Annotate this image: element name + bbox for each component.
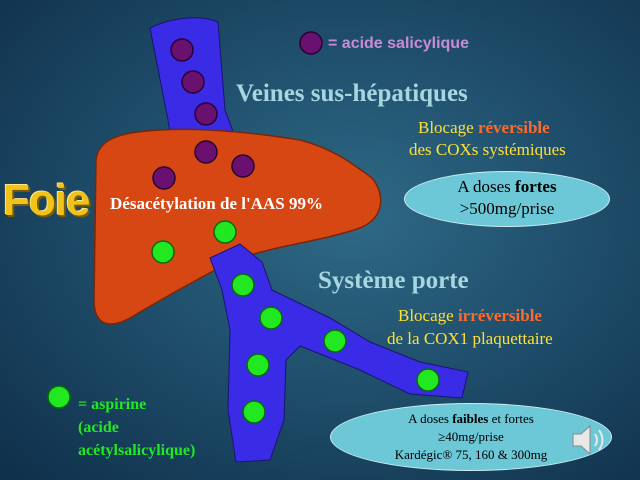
aspirin-dot [259, 306, 283, 330]
portal-system-label: Système porte [318, 267, 469, 294]
aspirin-dot [242, 400, 266, 424]
high-dose-bubble: A doses fortes >500mg/prise [404, 171, 610, 227]
legend-salicylic-label: = acide salicylique [328, 35, 469, 52]
legend-aspirin-line3: acétylsalicylique) [78, 442, 196, 459]
aspirin-dot [213, 220, 237, 244]
high-dose-amount: >500mg/prise [459, 199, 555, 218]
legend-salicylic-dot [299, 31, 323, 55]
aspirin-dot [231, 273, 255, 297]
aspirin-dot [323, 329, 347, 353]
legend-aspirin-label: = aspirine (acide acétylsalicylique) [78, 393, 195, 462]
irreversible-block-line1: Blocage irréversible [398, 306, 542, 325]
salicylic-acid-dot [194, 102, 218, 126]
deacetylation-text: Désacétylation de l'AAS 99% [110, 194, 323, 213]
legend-aspirin-dot [47, 385, 71, 409]
salicylic-acid-dot [231, 154, 255, 178]
low-dose-bubble: A doses faibles et fortes ≥40mg/prise Ka… [330, 403, 612, 471]
reversible-block-line2: des COXs systémiques [409, 140, 566, 159]
reversible-block-line1: Blocage réversible [418, 118, 550, 137]
hepatic-veins-label: Veines sus-hépatiques [236, 80, 468, 107]
portal-vein [209, 243, 469, 463]
legend-aspirin-line2: (acide [78, 419, 119, 436]
irreversible-block-line2: de la COX1 plaquettaire [387, 329, 553, 348]
organ-label: Foie [3, 176, 90, 225]
aspirin-dot [246, 353, 270, 377]
reversible-emphasis: réversible [477, 118, 550, 137]
low-dose-amount: ≥40mg/prise [438, 429, 504, 444]
legend-aspirin-line1: = aspirine [78, 396, 147, 413]
irreversible-emphasis: irréversible [457, 306, 542, 325]
low-dose-products: Kardégic® 75, 160 & 300mg [394, 447, 548, 462]
aspirin-dot [416, 368, 440, 392]
speaker-icon[interactable] [570, 422, 610, 458]
salicylic-acid-dot [152, 166, 176, 190]
low-dose-emphasis: faibles [452, 411, 489, 426]
high-dose-emphasis: fortes [515, 177, 557, 196]
salicylic-acid-dot [181, 70, 205, 94]
salicylic-acid-dot [194, 140, 218, 164]
aspirin-dot [151, 240, 175, 264]
salicylic-acid-dot [170, 38, 194, 62]
